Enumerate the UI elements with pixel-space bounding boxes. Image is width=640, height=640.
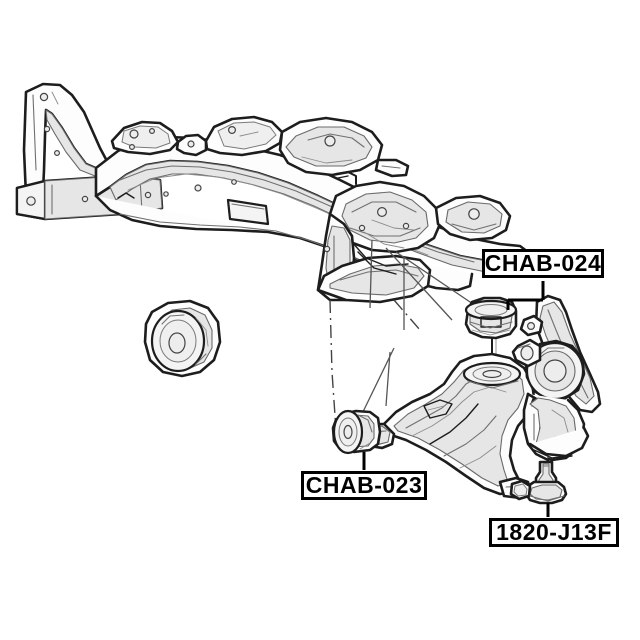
detail-bushing [143, 299, 222, 378]
label-drop-lines [362, 281, 550, 517]
engine-mount-pads [110, 115, 410, 178]
rear-bushing [464, 296, 518, 379]
assembly-centerlines [329, 299, 421, 431]
ball-joint [509, 460, 568, 505]
part-label-chab-023[interactable]: CHAB-023 [301, 471, 427, 500]
front-bushing [331, 409, 382, 455]
leader-lines [359, 239, 477, 419]
subframe-crossmember [15, 82, 530, 304]
steering-knuckle [511, 294, 602, 462]
part-label-1820-j13f[interactable]: 1820-J13F [489, 518, 619, 547]
part-label-chab-024[interactable]: CHAB-024 [482, 249, 604, 278]
subframe-right-end [316, 180, 512, 304]
